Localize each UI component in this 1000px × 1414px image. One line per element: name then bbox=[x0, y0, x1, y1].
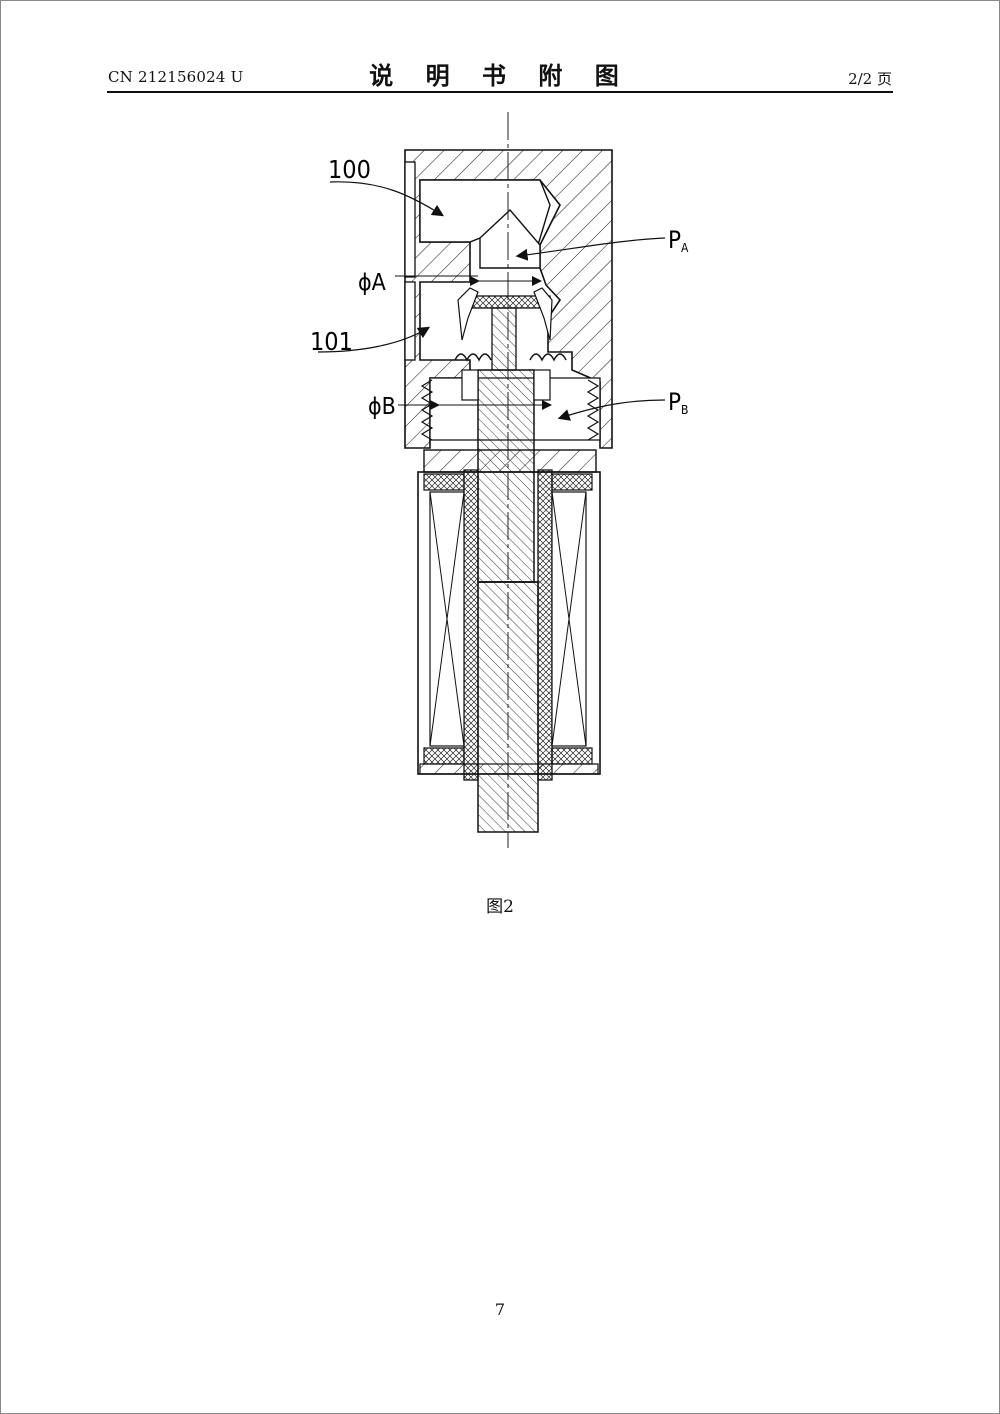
dimension-phi-a bbox=[395, 275, 542, 286]
technical-drawing: 100 101 ϕA ϕB PA PB bbox=[310, 112, 689, 848]
figure-caption: 图2 bbox=[486, 897, 514, 917]
label-phi-a: ϕA bbox=[358, 270, 386, 296]
label-pb-sub: B bbox=[681, 403, 688, 417]
header-rule bbox=[107, 91, 893, 93]
label-pa-sub: A bbox=[681, 241, 689, 255]
leader-101 bbox=[317, 326, 431, 353]
label-pb-main: P bbox=[668, 388, 681, 416]
page-title: 说 明 书 附 图 bbox=[369, 62, 631, 90]
diaphragm-seal bbox=[454, 287, 567, 362]
label-pa: PA bbox=[668, 226, 689, 255]
leader-pa bbox=[515, 237, 666, 261]
label-part-100: 100 bbox=[328, 155, 371, 184]
page-of-count: 2/2 页 bbox=[848, 70, 892, 88]
label-part-101: 101 bbox=[310, 327, 353, 356]
label-pb: PB bbox=[668, 388, 688, 417]
solenoid-coil bbox=[417, 471, 601, 775]
publication-number: CN 212156024 U bbox=[108, 68, 244, 86]
label-pa-main: P bbox=[668, 226, 681, 254]
leader-pb bbox=[557, 399, 666, 421]
label-phi-b: ϕB bbox=[368, 394, 396, 420]
leader-100 bbox=[329, 181, 445, 217]
page-number: 7 bbox=[494, 1300, 506, 1319]
